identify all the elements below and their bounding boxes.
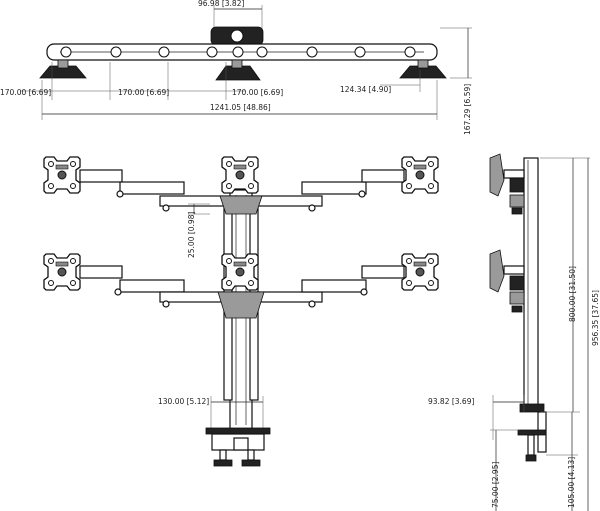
vesa-plate-lower-center bbox=[221, 253, 259, 291]
upper-right-inner-arm bbox=[301, 181, 367, 195]
front-view: 25.00 [0.98] 130.00 [5.12] bbox=[43, 156, 439, 467]
vesa-plate-lower-left bbox=[43, 253, 81, 291]
dim-side-clamp-width: 93.82 [3.69] bbox=[428, 397, 474, 406]
lower-right-outer-arm bbox=[361, 265, 405, 279]
upper-side-vesa bbox=[489, 153, 505, 197]
upper-left-outer-arm bbox=[79, 169, 123, 183]
dim-overall-width: 1241.05 [48.86] bbox=[210, 103, 271, 112]
dim-end-offset: 124.34 [4.90] bbox=[340, 85, 391, 94]
dim-arm-seg-mid: 170.00 [6.69] bbox=[118, 88, 169, 97]
vesa-plate-upper-left bbox=[43, 156, 81, 194]
right-mount-plate bbox=[399, 65, 447, 79]
lower-side-vesa bbox=[489, 249, 505, 293]
vesa-plate-lower-right bbox=[401, 253, 439, 291]
dim-base-width: 130.00 [5.12] bbox=[158, 397, 209, 406]
clamp-top-plate bbox=[205, 427, 271, 435]
dim-top-width: 96.98 [3.82] bbox=[198, 0, 244, 8]
left-mount-plate bbox=[39, 65, 87, 79]
side-view: 93.82 [3.69] 800.00 [31.50] 956.35 [37.6… bbox=[428, 153, 600, 511]
top-view: 96.98 [3.82] 170.00 [6.6 bbox=[0, 0, 472, 135]
dim-vertical-gap: 25.00 [0.98] bbox=[187, 212, 196, 258]
clamp-knob-right bbox=[241, 459, 261, 467]
dim-clamp-height: 105.00 [4.13] bbox=[567, 457, 576, 508]
lower-left-outer-arm bbox=[79, 265, 123, 279]
dim-top-depth: 167.29 [6.59] bbox=[463, 84, 472, 135]
upper-left-inner-arm bbox=[119, 181, 185, 195]
center-mount-plate bbox=[215, 65, 261, 81]
lower-right-inner-arm bbox=[301, 279, 367, 293]
vesa-plate-upper-center bbox=[221, 156, 259, 194]
lower-hub bbox=[217, 291, 265, 319]
upper-right-outer-arm bbox=[361, 169, 405, 183]
upper-hub bbox=[219, 195, 263, 215]
clamp-knob-left bbox=[213, 459, 233, 467]
lower-left-inner-arm bbox=[119, 279, 185, 293]
dim-pole-height: 800.00 [31.50] bbox=[568, 266, 577, 322]
dim-overall-height: 956.35 [37.65] bbox=[591, 290, 600, 346]
dim-clamp-depth: 75.00 [2.95] bbox=[491, 462, 500, 508]
dim-arm-seg-left: 170.00 [6.69] bbox=[0, 88, 51, 97]
vesa-plate-upper-right bbox=[401, 156, 439, 194]
side-pole bbox=[523, 157, 539, 409]
dim-arm-seg-right: 170.00 [6.69] bbox=[232, 88, 283, 97]
